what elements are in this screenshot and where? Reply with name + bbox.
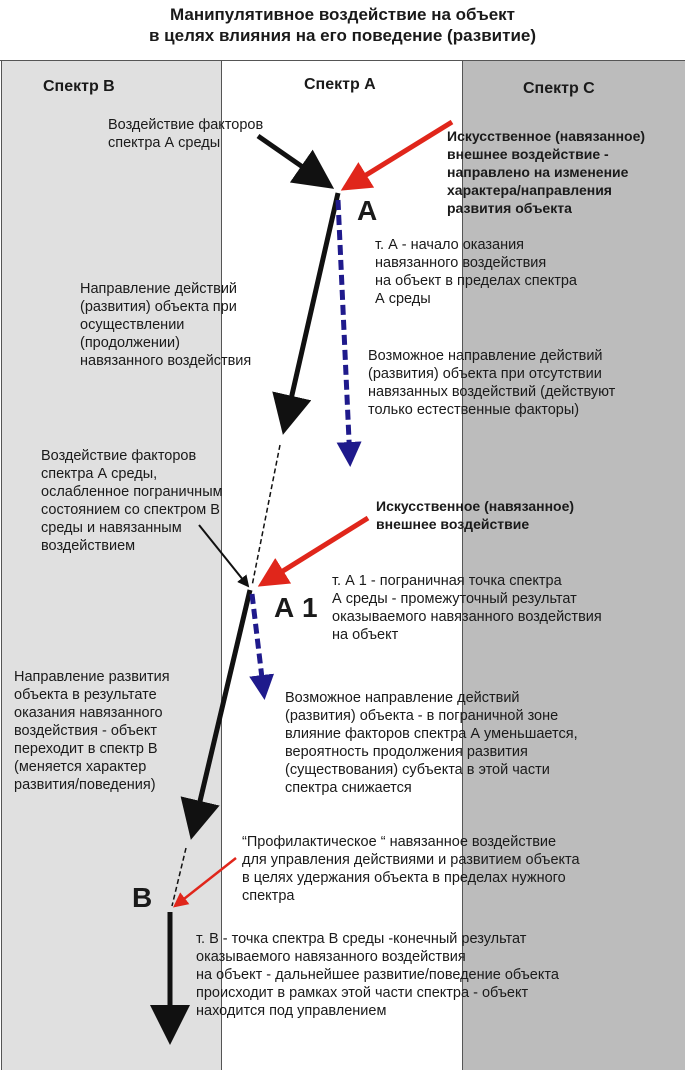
possible-natural-arrow [335,199,362,467]
text-direction-imposed: Направление действий(развития) объекта п… [80,281,252,369]
text-artificial-impact-2: Искусственное (навязанное) внешнее возде… [376,498,575,532]
main-path-dashed-a1 [171,847,187,907]
point-b-label: В [132,882,153,913]
main-path-arrow-a1 [180,589,253,840]
spectrum-a-band [221,61,463,1070]
possible-border-arrow [249,593,275,700]
text-possible-border: Возможное направление действий(развития)… [285,690,578,796]
point-a1-label: А 1 [274,592,318,623]
text-point-b-desc: т. В - точка спектра В среды -конечный р… [196,931,559,1019]
text-possible-natural: Возможное направление действий(развития)… [368,348,616,418]
spectrum-c-band [463,61,685,1070]
text-preventive: “Профилактическое “ навязанное воздейств… [242,834,580,904]
text-point-a1-desc: т. А 1 - пограничная точка спектра А сре… [332,573,602,643]
bands-top-border [0,60,685,61]
spectrum-a-label: Спектр А [304,76,376,93]
point-a-label: А [357,195,378,226]
title-line-1: Манипулятивное воздействие на объект [170,5,515,24]
factors-weakened-arrow [198,524,250,588]
preventive-impact-arrow [173,857,237,908]
diagram-title: Манипулятивное воздействие на объект в ц… [0,4,685,46]
text-artificial-impact-1: Искусственное (навязанное) внешнее возде… [447,128,646,216]
main-path-arrow-a [272,192,341,435]
factors-a-arrow [256,133,335,189]
title-line-2: в целях влияния на его поведение (развит… [148,26,537,45]
artificial-impact-arrow-1 [340,119,454,191]
spectrum-c-label: Спектр С [523,80,595,97]
spectrum-b-label: Спектр В [43,78,115,95]
artificial-impact-arrow-2 [257,515,370,587]
main-path-dashed-a [251,444,281,587]
